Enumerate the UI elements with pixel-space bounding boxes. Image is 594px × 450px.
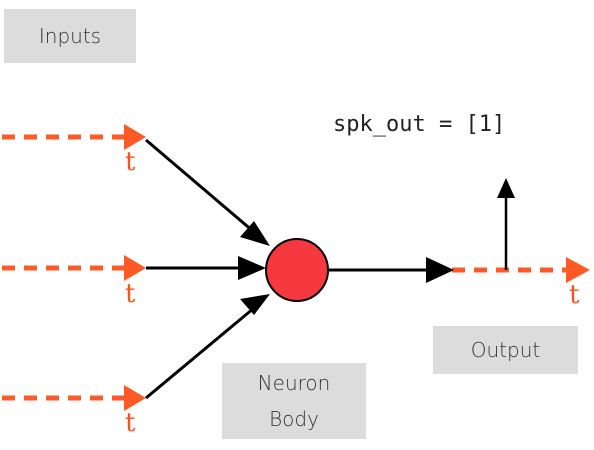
spike-up-arrow xyxy=(497,178,515,270)
inputs-label: Inputs xyxy=(4,9,136,63)
time-label-input-1: t xyxy=(125,147,136,177)
axon-arrow xyxy=(328,257,454,283)
synapse-arrow-2 xyxy=(146,256,266,280)
spike-arrowhead-icon xyxy=(124,255,146,281)
output-label: Output xyxy=(433,326,578,374)
spike-arrowhead-icon xyxy=(566,257,590,283)
input-spike-train-3 xyxy=(2,385,146,411)
neuron-label-line2: Body xyxy=(269,407,319,431)
time-label-input-3: t xyxy=(125,408,136,438)
neuron-body-label: Neuron Body xyxy=(222,363,366,439)
synapse-arrow-3 xyxy=(145,294,270,400)
synapse-arrow-1 xyxy=(145,138,270,246)
neuron-label-line1: Neuron xyxy=(257,371,331,395)
time-label-input-2: t xyxy=(125,279,136,309)
input-spike-train-1 xyxy=(2,124,146,150)
time-label-output: t xyxy=(569,280,580,310)
arrowhead-icon xyxy=(240,221,270,246)
spike-arrowhead-icon xyxy=(124,124,146,150)
neuron-body-circle xyxy=(265,238,329,302)
output-spike-train xyxy=(452,257,590,283)
arrowhead-icon xyxy=(426,257,454,283)
input-spike-train-2 xyxy=(2,255,146,281)
spike-arrowhead-icon xyxy=(124,385,146,411)
spike-output-text: spk_out = [1] xyxy=(333,112,506,137)
arrowhead-icon xyxy=(238,256,266,280)
arrowhead-icon xyxy=(497,178,515,198)
arrowhead-icon xyxy=(240,294,270,315)
